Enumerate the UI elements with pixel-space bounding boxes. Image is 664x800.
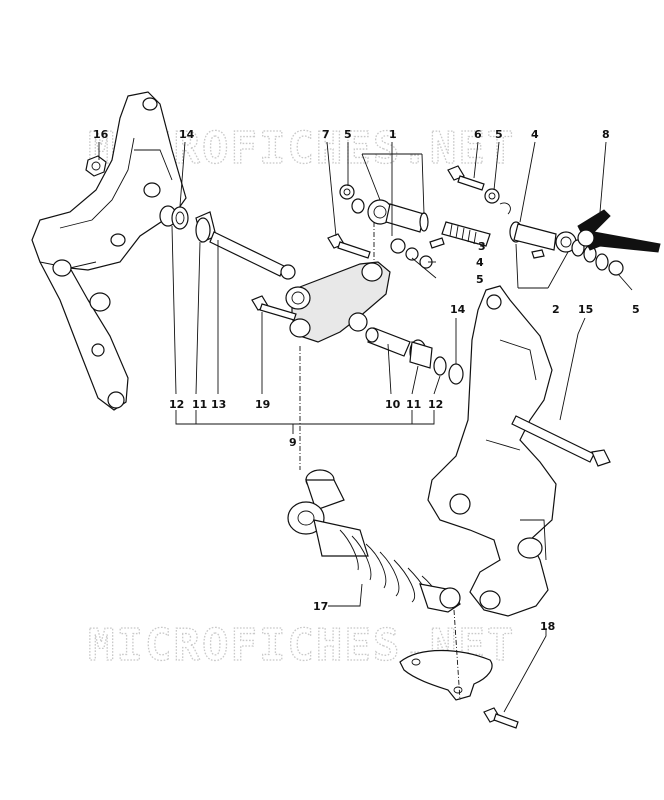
circlip-5-d [499,202,511,215]
leader-lines [98,141,633,713]
callout-11-right: 11 [406,398,421,411]
rod-end-2 [509,221,577,259]
callout-8: 8 [602,128,610,141]
bolt-19 [251,295,297,321]
callout-7: 7 [322,128,330,141]
rod-end-1 [367,199,429,233]
callout-17: 17 [313,600,328,613]
shaft-10 [365,327,411,357]
callout-labels: 16 14 7 5 1 6 5 4 8 3 4 5 2 15 5 14 12 1… [93,128,640,633]
washer-set-1-lower [390,237,445,269]
callout-10: 10 [385,398,401,411]
washer-5-a [339,184,355,200]
callout-16: 16 [93,128,109,141]
clip-guard-18 [399,649,493,701]
callout-9: 9 [289,436,297,449]
callout-14-right: 14 [450,303,466,316]
callout-1: 1 [389,128,397,141]
rocker-linkage-9 [285,261,391,343]
nut-16 [85,155,107,177]
callout-12-right: 12 [428,398,443,411]
washer-5-c [484,188,500,204]
adjuster-3 [441,221,491,247]
bolt-6 [447,165,485,191]
lever-8 [577,209,661,253]
bearing-11-left [195,211,217,243]
bolt-15 [511,415,611,467]
callout-5-mid: 5 [476,273,484,286]
bolt-7 [327,233,371,259]
callout-5-right: 5 [632,303,640,316]
callout-5-top-a: 5 [344,128,352,141]
bearing-11-right [409,339,433,369]
callout-4-mid: 4 [476,256,484,269]
callout-4-top: 4 [531,128,539,141]
shaft-13 [209,231,296,280]
bolt-18 [483,707,519,729]
callout-2: 2 [552,303,560,316]
callout-6: 6 [474,128,482,141]
ring-5-b [351,198,365,214]
callout-18: 18 [540,620,555,633]
callout-3: 3 [478,240,486,253]
callout-11-left: 11 [192,398,207,411]
shock-absorber-17 [287,469,461,613]
callout-14-top-left: 14 [179,128,195,141]
callout-15: 15 [578,303,593,316]
left-frame-bracket [31,91,187,411]
callout-5-top-b: 5 [495,128,503,141]
callout-12-left: 12 [169,398,184,411]
bush-14-left [159,205,189,230]
callout-19: 19 [255,398,270,411]
callout-13: 13 [211,398,226,411]
right-frame-bracket [427,285,557,617]
